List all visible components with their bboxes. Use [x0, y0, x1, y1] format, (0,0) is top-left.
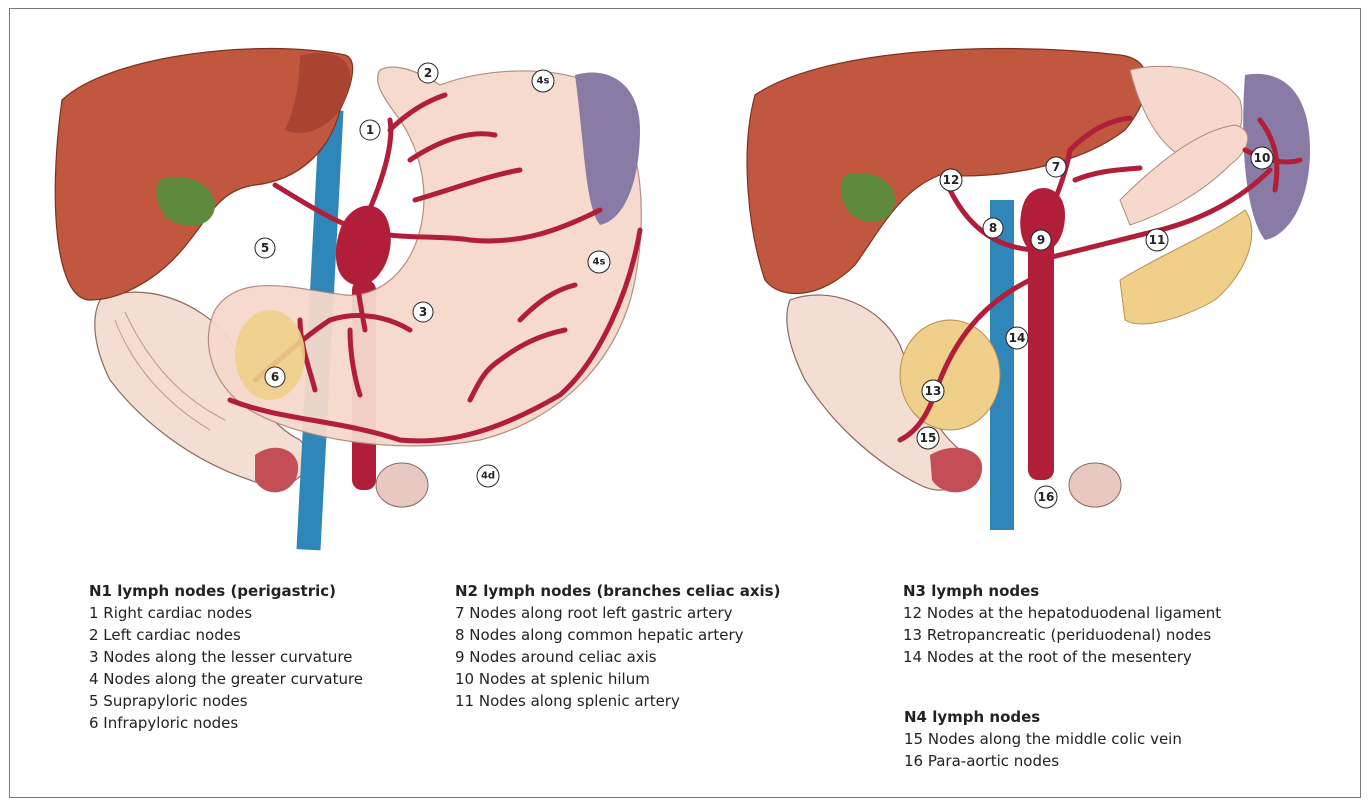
legend-item: 14 Nodes at the root of the mesentery	[903, 646, 1221, 668]
svg-text:7: 7	[1052, 160, 1060, 174]
legend-item: 15 Nodes along the middle colic vein	[904, 728, 1182, 750]
bowel-loop-right	[1069, 463, 1121, 507]
svg-text:13: 13	[925, 384, 942, 398]
node-label-8: 8	[983, 218, 1003, 238]
legend-n2-title: N2 lymph nodes (branches celiac axis)	[455, 580, 780, 602]
node-label-14: 14	[1006, 327, 1028, 349]
legend-item: 10 Nodes at splenic hilum	[455, 668, 780, 690]
legend-n3-title: N3 lymph nodes	[903, 580, 1221, 602]
node-label-7: 7	[1046, 157, 1066, 177]
legend-item: 1 Right cardiac nodes	[89, 602, 363, 624]
svg-text:11: 11	[1149, 233, 1166, 247]
legend-n1: N1 lymph nodes (perigastric) 1 Right car…	[89, 580, 363, 734]
svg-text:8: 8	[989, 221, 997, 235]
node-label-10: 10	[1251, 147, 1273, 169]
node-label-12: 12	[940, 169, 962, 191]
pancreas-right	[1120, 210, 1252, 324]
legend-item: 8 Nodes along common hepatic artery	[455, 624, 780, 646]
legend-item: 5 Suprapyloric nodes	[89, 690, 363, 712]
legend-n4: N4 lymph nodes 15 Nodes along the middle…	[904, 706, 1182, 772]
legend-n4-title: N4 lymph nodes	[904, 706, 1182, 728]
svg-text:14: 14	[1009, 331, 1026, 345]
legend-item: 6 Infrapyloric nodes	[89, 712, 363, 734]
legend-n1-title: N1 lymph nodes (perigastric)	[89, 580, 363, 602]
legend-item: 4 Nodes along the greater curvature	[89, 668, 363, 690]
legend-item: 16 Para-aortic nodes	[904, 750, 1182, 772]
node-label-15: 15	[917, 427, 939, 449]
legend-n2: N2 lymph nodes (branches celiac axis) 7 …	[455, 580, 780, 712]
legend-n3: N3 lymph nodes 12 Nodes at the hepatoduo…	[903, 580, 1221, 668]
svg-text:12: 12	[943, 173, 960, 187]
svg-text:9: 9	[1037, 233, 1045, 247]
duodenum-right	[900, 320, 1000, 430]
node-label-9: 9	[1031, 230, 1051, 250]
node-label-13: 13	[922, 380, 944, 402]
legend-item: 11 Nodes along splenic artery	[455, 690, 780, 712]
node-label-16: 16	[1035, 486, 1057, 508]
svg-text:10: 10	[1254, 151, 1271, 165]
legend-item: 12 Nodes at the hepatoduodenal ligament	[903, 602, 1221, 624]
right-anatomy-illustration	[747, 48, 1310, 530]
legend-item: 13 Retropancreatic (periduodenal) nodes	[903, 624, 1221, 646]
duodenum-stub-right	[930, 448, 982, 493]
legend-item: 2 Left cardiac nodes	[89, 624, 363, 646]
svg-text:16: 16	[1038, 490, 1055, 504]
node-label-11: 11	[1146, 229, 1168, 251]
svg-text:15: 15	[920, 431, 937, 445]
legend-item: 7 Nodes along root left gastric artery	[455, 602, 780, 624]
legend-item: 9 Nodes around celiac axis	[455, 646, 780, 668]
legend-item: 3 Nodes along the lesser curvature	[89, 646, 363, 668]
